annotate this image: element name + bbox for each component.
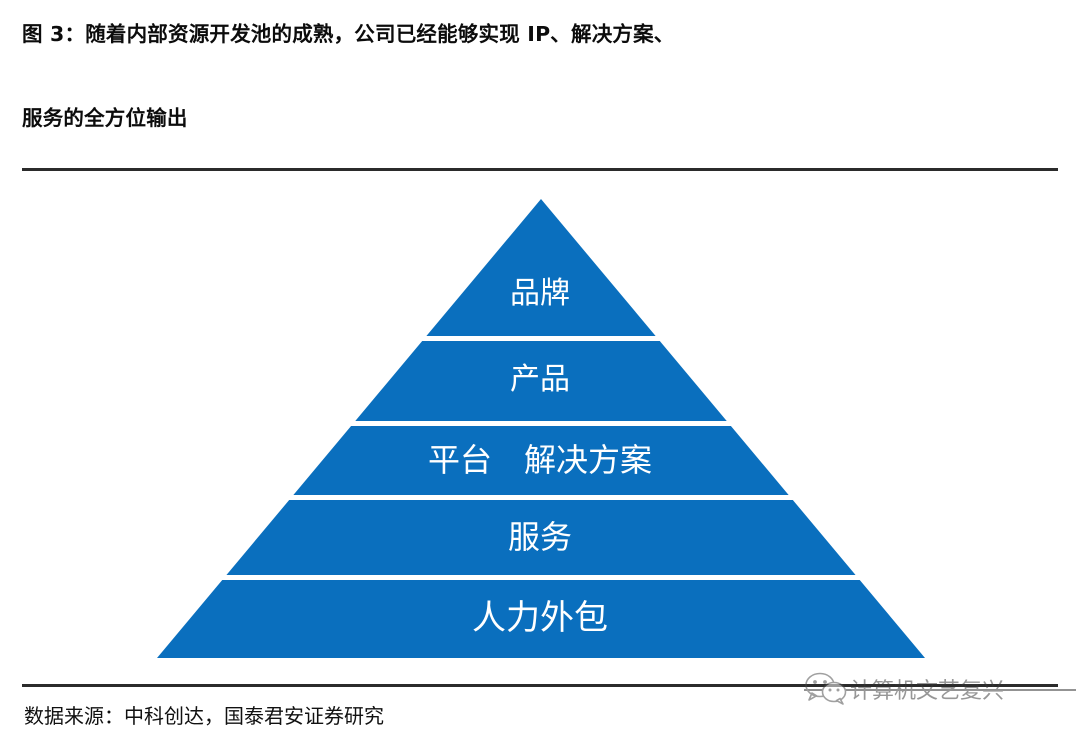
watermark-text: 计算机文艺复兴 <box>850 679 1005 704</box>
pyramid-svg <box>157 199 925 658</box>
pyramid-chart: 品牌产品平台 解决方案服务人力外包 <box>0 172 1080 682</box>
pyramid-tier-group <box>157 199 925 658</box>
pyramid-tier-2[interactable] <box>355 341 727 421</box>
figure-title-block: 图 3：随着内部资源开发池的成熟，公司已经能够实现 IP、解决方案、 服务的全方… <box>22 14 1062 138</box>
figure-title-line-2: 服务的全方位输出 <box>22 106 188 130</box>
pyramid-tier-3[interactable] <box>293 426 789 495</box>
watermark: 计算机文艺复兴 <box>804 668 1076 710</box>
title-divider-rule <box>22 168 1058 171</box>
source-note: 数据来源：中科创达，国泰君安证券研究 <box>24 704 384 728</box>
source-divider-rule <box>22 684 1058 687</box>
pyramid-tier-4[interactable] <box>226 500 856 575</box>
wechat-icon <box>804 672 848 706</box>
pyramid-tier-1[interactable] <box>426 199 656 336</box>
figure-title-line-1: 图 3：随着内部资源开发池的成熟，公司已经能够实现 IP、解决方案、 <box>22 22 675 46</box>
pyramid-tier-5[interactable] <box>157 580 925 658</box>
watermark-strikethrough <box>804 689 1076 691</box>
